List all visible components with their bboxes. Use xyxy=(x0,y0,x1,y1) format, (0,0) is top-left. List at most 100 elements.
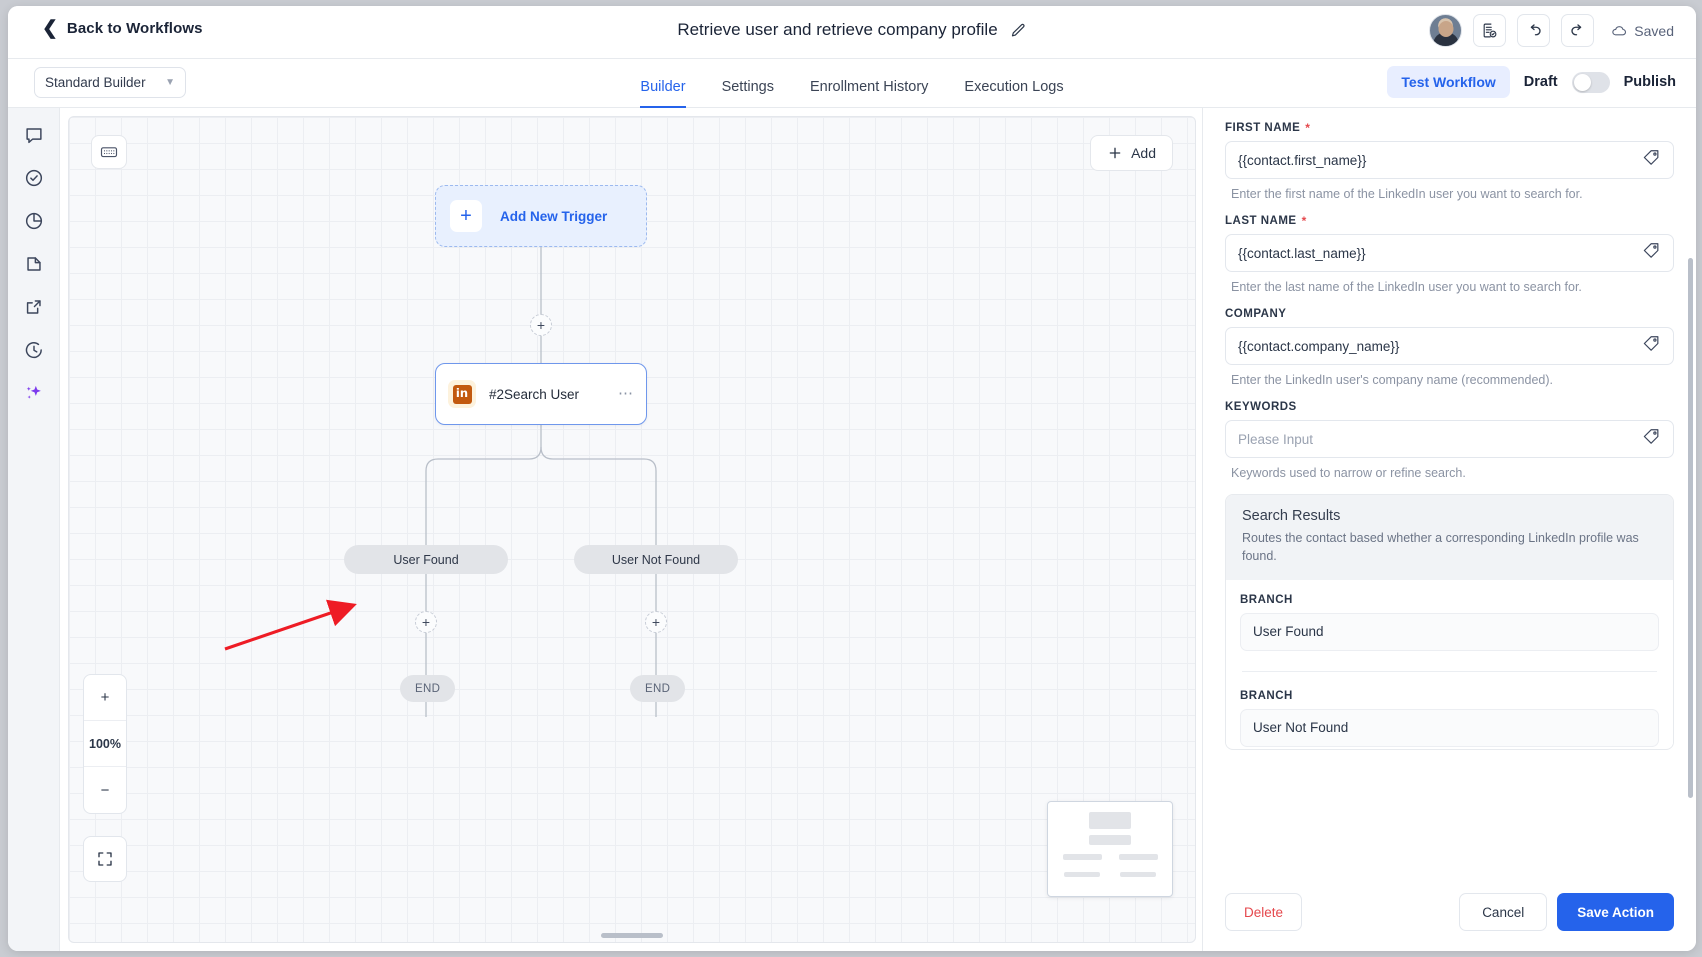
save-action-button[interactable]: Save Action xyxy=(1557,893,1674,931)
builder-mode-value: Standard Builder xyxy=(45,75,146,90)
minimap[interactable] xyxy=(1047,801,1173,897)
publish-label: Publish xyxy=(1623,74,1676,90)
required-asterisk: * xyxy=(1301,214,1307,228)
tab-enrollment-history[interactable]: Enrollment History xyxy=(809,79,929,95)
plus-icon xyxy=(1109,147,1121,159)
keywords-helper: Keywords used to narrow or refine search… xyxy=(1231,466,1466,480)
tab-settings[interactable]: Settings xyxy=(721,79,774,95)
node-menu-icon[interactable]: ⋯ xyxy=(618,385,634,402)
external-link-icon[interactable] xyxy=(23,296,45,318)
search-results-body: BRANCH User Found BRANCH User Not Found xyxy=(1226,579,1673,747)
search-results-card: Search Results Routes the contact based … xyxy=(1225,494,1674,750)
app-window: ❮ Back to Workflows Retrieve user and re… xyxy=(8,6,1696,951)
workflow-canvas[interactable]: Add + Add New Trigger + xyxy=(68,116,1196,943)
branch-label-2: BRANCH xyxy=(1240,689,1293,702)
cloud-icon xyxy=(1612,25,1627,35)
search-results-description: Routes the contact based whether a corre… xyxy=(1242,531,1639,563)
horizontal-scrollbar[interactable] xyxy=(601,933,663,938)
panel-footer: Delete Cancel Save Action xyxy=(1203,873,1696,951)
page-title: Retrieve user and retrieve company profi… xyxy=(677,20,998,39)
company-label-text: COMPANY xyxy=(1225,308,1287,320)
top-bar: ❮ Back to Workflows Retrieve user and re… xyxy=(8,6,1696,59)
add-new-trigger-node[interactable]: + Add New Trigger xyxy=(435,185,647,247)
last-name-input[interactable] xyxy=(1238,245,1634,261)
branch-divider xyxy=(1242,670,1657,672)
last-name-label: LAST NAME * xyxy=(1225,215,1674,227)
first-name-field[interactable] xyxy=(1225,141,1674,179)
add-step-button-1[interactable]: + xyxy=(530,314,552,336)
chat-icon[interactable] xyxy=(23,124,45,146)
add-button[interactable]: Add xyxy=(1090,135,1173,171)
builder-mode-select[interactable]: Standard Builder ▼ xyxy=(34,67,186,98)
keywords-field[interactable] xyxy=(1225,420,1674,458)
publish-toggle[interactable] xyxy=(1571,71,1610,93)
branch-label-1: BRANCH xyxy=(1240,593,1293,606)
avatar[interactable] xyxy=(1429,14,1463,47)
company-label: COMPANY xyxy=(1225,308,1674,320)
required-asterisk: * xyxy=(1305,121,1311,135)
first-name-input[interactable] xyxy=(1238,152,1634,168)
last-name-field[interactable] xyxy=(1225,234,1674,272)
check-circle-icon[interactable] xyxy=(23,167,45,189)
document-check-icon[interactable] xyxy=(1473,14,1507,47)
branch-value-1[interactable]: User Found xyxy=(1240,612,1659,651)
workflow-title-group: Retrieve user and retrieve company profi… xyxy=(8,20,1696,40)
zoom-controls: + 100% − xyxy=(83,674,127,814)
tag-icon[interactable] xyxy=(1642,334,1661,358)
panel-scroll-area[interactable]: FIRST NAME * Enter the first name of the… xyxy=(1203,108,1696,873)
branch-pill-user-found[interactable]: User Found xyxy=(344,545,508,574)
cancel-button[interactable]: Cancel xyxy=(1459,893,1548,931)
search-results-header: Search Results Routes the contact based … xyxy=(1226,495,1673,580)
add-step-button-right[interactable]: + xyxy=(645,611,667,633)
company-field[interactable] xyxy=(1225,327,1674,365)
zoom-in-button[interactable]: + xyxy=(84,675,126,721)
tab-bar: Builder Settings Enrollment History Exec… xyxy=(8,59,1696,108)
sub-bar: Standard Builder ▼ Builder Settings Enro… xyxy=(8,59,1696,108)
pencil-icon[interactable] xyxy=(1010,22,1027,39)
pie-chart-icon[interactable] xyxy=(23,210,45,232)
undo-icon[interactable] xyxy=(1517,14,1551,47)
branch-pill-user-not-found[interactable]: User Not Found xyxy=(574,545,738,574)
sub-bar-actions: Test Workflow Draft Publish xyxy=(1387,66,1676,98)
panel-vertical-scrollbar[interactable] xyxy=(1688,258,1693,798)
add-button-label: Add xyxy=(1131,145,1156,161)
canvas-wrapper: Add + Add New Trigger + xyxy=(60,108,1202,951)
action-node-label: #2Search User xyxy=(489,386,580,402)
fit-screen-icon[interactable] xyxy=(83,836,127,882)
delete-button[interactable]: Delete xyxy=(1225,893,1303,931)
document-icon[interactable] xyxy=(23,253,45,275)
company-input[interactable] xyxy=(1238,338,1634,354)
add-step-button-left[interactable]: + xyxy=(415,611,437,633)
keyboard-icon[interactable] xyxy=(91,135,127,169)
redo-icon[interactable] xyxy=(1561,14,1595,47)
sparkle-icon[interactable] xyxy=(23,382,45,404)
saved-label: Saved xyxy=(1634,22,1674,39)
tag-icon[interactable] xyxy=(1642,241,1661,265)
first-name-label: FIRST NAME * xyxy=(1225,122,1674,134)
tab-builder[interactable]: Builder xyxy=(640,79,686,108)
flow-graph: + Add New Trigger + in #2Search User ⋯ U… xyxy=(69,117,1195,942)
red-arrow-annotation xyxy=(224,599,357,651)
main-body: Add + Add New Trigger + xyxy=(8,108,1696,951)
test-workflow-button[interactable]: Test Workflow xyxy=(1387,66,1510,98)
end-node-right: END xyxy=(630,675,686,702)
zoom-level-label[interactable]: 100% xyxy=(84,721,126,767)
zoom-out-button[interactable]: − xyxy=(100,781,110,799)
clock-history-icon[interactable] xyxy=(23,339,45,361)
keywords-label-text: KEYWORDS xyxy=(1225,401,1297,413)
back-to-workflows-button[interactable]: ❮ Back to Workflows xyxy=(42,19,203,38)
action-config-panel: FIRST NAME * Enter the first name of the… xyxy=(1202,108,1696,951)
first-name-label-text: FIRST NAME xyxy=(1225,122,1301,134)
keywords-label: KEYWORDS xyxy=(1225,401,1674,413)
keywords-input[interactable] xyxy=(1238,431,1634,447)
action-node-search-user[interactable]: in #2Search User ⋯ xyxy=(435,363,647,425)
tag-icon[interactable] xyxy=(1642,148,1661,172)
branch-value-2[interactable]: User Not Found xyxy=(1240,708,1659,747)
company-helper: Enter the LinkedIn user's company name (… xyxy=(1231,373,1553,387)
tab-execution-logs[interactable]: Execution Logs xyxy=(964,79,1064,95)
first-name-helper: Enter the first name of the LinkedIn use… xyxy=(1231,187,1583,201)
footer-right-actions: Cancel Save Action xyxy=(1459,893,1674,931)
last-name-helper: Enter the last name of the LinkedIn user… xyxy=(1231,280,1582,294)
tag-icon[interactable] xyxy=(1642,427,1661,451)
draft-label: Draft xyxy=(1523,74,1558,90)
